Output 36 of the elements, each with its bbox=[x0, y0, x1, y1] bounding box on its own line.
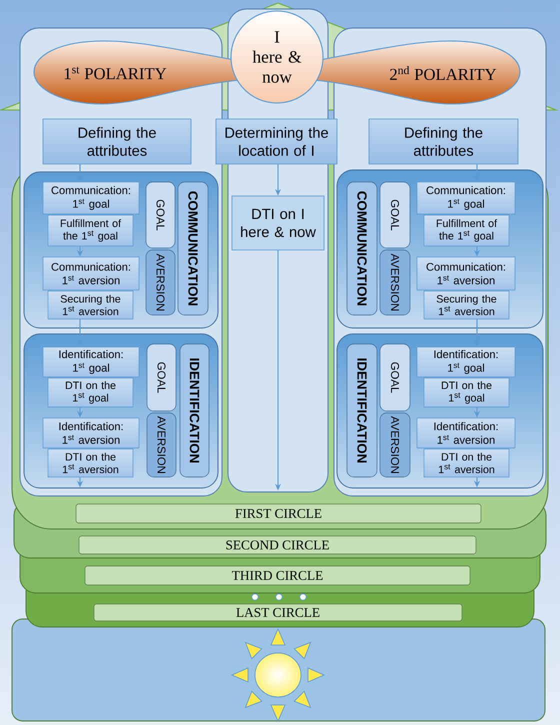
vertical-label-box: GOAL bbox=[380, 182, 410, 248]
step-box: Identification: 1$^{st}$ goal bbox=[416, 346, 516, 378]
vertical-label-box: COMMUNICATION bbox=[178, 182, 208, 316]
step-box: Identification: 1$^{st}$ aversion bbox=[42, 418, 140, 448]
step-box: Identification: 1$^{st}$ aversion bbox=[416, 418, 516, 448]
header-box: Defining the attributes bbox=[368, 118, 518, 164]
step-box: DTI on the 1$^{st}$ goal bbox=[48, 378, 134, 408]
vertical-label-box: AVERSION bbox=[146, 412, 176, 478]
vertical-label-box: IDENTIFICATION bbox=[346, 344, 378, 478]
level-bar: FIRST CIRCLE bbox=[76, 504, 482, 524]
step-box: Communication: 1$^{st}$ goal bbox=[42, 182, 140, 214]
vertical-label-box: AVERSION bbox=[146, 250, 176, 316]
step-box: Fulfillment of the 1$^{st}$ goal bbox=[48, 214, 134, 246]
header-box: Determining the location of I bbox=[216, 118, 338, 164]
vertical-label-box: AVERSION bbox=[380, 250, 410, 316]
step-box: DTI on the 1$^{st}$ aversion bbox=[48, 448, 134, 478]
vertical-label-box: IDENTIFICATION bbox=[180, 344, 210, 478]
step-box: Fulfillment of the 1$^{st}$ goal bbox=[424, 214, 510, 246]
vertical-label-box: GOAL bbox=[146, 344, 176, 412]
step-box: Communication: 1$^{st}$ aversion bbox=[416, 256, 516, 290]
step-box: Securing the 1$^{st}$ aversion bbox=[424, 290, 510, 320]
step-box: Communication: 1$^{st}$ goal bbox=[416, 182, 516, 214]
level-bar: THIRD CIRCLE bbox=[84, 566, 470, 586]
vertical-label-box: AVERSION bbox=[380, 412, 410, 478]
step-box: DTI on the 1$^{st}$ goal bbox=[424, 378, 510, 408]
header-box: Defining the attributes bbox=[42, 118, 192, 164]
vertical-label-box: GOAL bbox=[146, 182, 176, 248]
level-bar: LAST CIRCLE bbox=[94, 604, 462, 622]
step-box: Communication: 1$^{st}$ aversion bbox=[42, 256, 140, 290]
step-box: DTI on the 1$^{st}$ aversion bbox=[424, 448, 510, 478]
vertical-label-box: GOAL bbox=[380, 344, 410, 412]
step-box: Identification: 1$^{st}$ goal bbox=[42, 346, 140, 378]
vertical-label-box: COMMUNICATION bbox=[346, 182, 378, 316]
level-bar: SECOND CIRCLE bbox=[78, 536, 476, 554]
step-box: DTI on I here & now bbox=[232, 196, 324, 250]
step-box: Securing the 1$^{st}$ aversion bbox=[48, 290, 134, 320]
